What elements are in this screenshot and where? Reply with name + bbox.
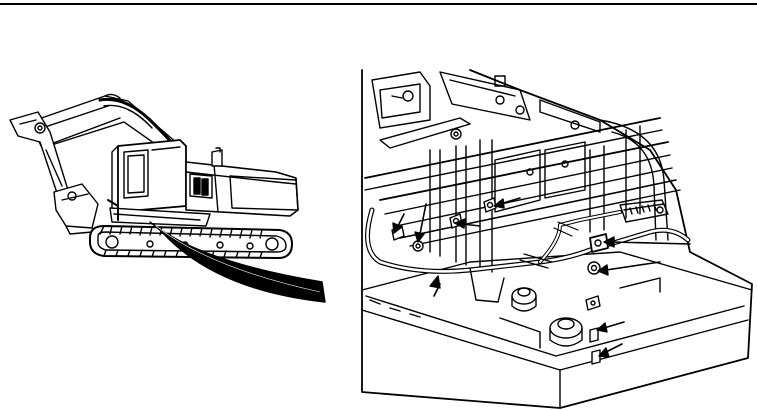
callout-arrow bbox=[392, 213, 405, 234]
callout-arrow bbox=[596, 321, 625, 333]
callout-arrow bbox=[454, 218, 481, 229]
excavator-bucket bbox=[53, 183, 99, 235]
lower-components bbox=[469, 267, 661, 349]
page-top-rule bbox=[0, 3, 757, 5]
callout-arrow bbox=[493, 197, 521, 209]
callout-arrow bbox=[429, 275, 441, 297]
clamp-bolt bbox=[589, 327, 599, 343]
magnification-callout bbox=[149, 221, 326, 303]
upper-frame-members bbox=[371, 71, 601, 149]
callout-arrow bbox=[598, 343, 623, 358]
callout-arrows bbox=[392, 197, 691, 358]
base-plate bbox=[361, 251, 753, 409]
clamp-bolt bbox=[412, 240, 424, 252]
detail-frame-outline bbox=[361, 69, 753, 409]
excavator-overview-figure bbox=[9, 93, 326, 303]
clamp-bolt bbox=[585, 295, 601, 311]
clamp-bolt bbox=[591, 349, 601, 365]
frame-rails bbox=[364, 117, 681, 247]
clamp-bolt bbox=[483, 197, 497, 213]
chassis-curve bbox=[599, 119, 669, 241]
clamp-bolt bbox=[587, 261, 601, 275]
callout-arrow bbox=[603, 236, 691, 248]
callout-arrow bbox=[414, 203, 427, 243]
frame-posts bbox=[429, 125, 641, 273]
callout-arrow bbox=[597, 261, 661, 276]
clamp-bolt bbox=[589, 233, 609, 253]
harness-detail-figure bbox=[361, 69, 753, 409]
excavator-upper-structure bbox=[185, 147, 299, 217]
excavator-base bbox=[107, 199, 211, 227]
excavator-tracks bbox=[89, 225, 293, 259]
excavator-cab bbox=[111, 139, 187, 215]
